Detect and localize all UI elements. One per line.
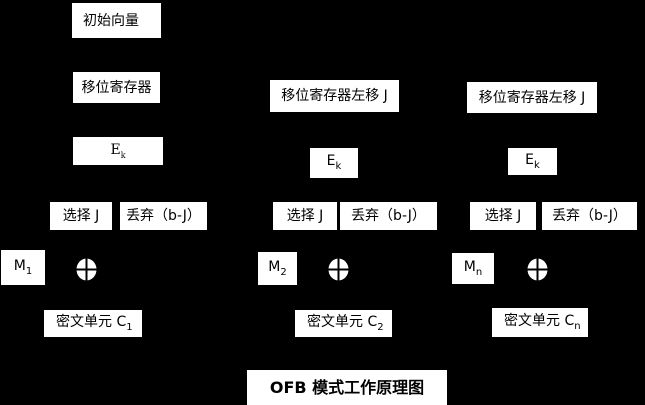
shift-register-label-1: 移位寄存器 [81,79,152,96]
discard-label-2: 丢弃（b-J） [351,208,426,224]
discard-box-2: 丢弃（b-J） [340,202,437,230]
discard-label-3: 丢弃（b-J） [552,208,627,224]
encrypt-box-2: Ek [310,148,358,178]
diagram-title-label: OFB 模式工作原理图 [269,377,425,397]
xor-icon-1 [76,258,97,281]
shift-register-box-3: 移位寄存器左移 J [467,82,597,113]
initial-vector-label: 初始向量 [83,12,139,29]
select-label-2: 选择 J [286,208,324,224]
message-box-1: M1 [1,250,45,285]
ciphertext-label-2: 密文单元 C2 [307,313,384,333]
ciphertext-box-3: 密文单元 Cn [492,308,588,337]
encrypt-label-2: Ek [326,153,342,172]
encrypt-box-1: Ek [73,137,163,165]
ciphertext-box-1: 密文单元 C1 [44,310,142,337]
select-box-2: 选择 J [273,202,337,230]
encrypt-box-3: Ek [508,148,557,175]
message-label-1: M1 [13,257,33,277]
message-box-3: Mn [452,253,494,284]
ciphertext-label-3: 密文单元 Cn [504,312,581,332]
encrypt-label-3: Ek [525,151,540,171]
select-box-3: 选择 J [470,202,536,230]
ciphertext-box-2: 密文单元 C2 [295,310,392,337]
select-box-1: 选择 J [50,202,112,230]
shift-register-box-1: 移位寄存器 [73,72,160,103]
discard-box-3: 丢弃（b-J） [542,202,637,230]
select-label-1: 选择 J [62,208,100,224]
xor-icon-3 [527,258,548,281]
diagram-title: OFB 模式工作原理图 [247,370,447,405]
shift-register-box-2: 移位寄存器左移 J [270,80,399,112]
select-label-3: 选择 J [484,208,522,224]
discard-box-1: 丢弃（b-J） [120,202,207,230]
message-label-3: Mn [463,258,483,278]
discard-label-1: 丢弃（b-J） [126,208,201,224]
shift-register-label-2: 移位寄存器左移 J [281,88,388,104]
xor-icon-2 [328,258,349,281]
encrypt-label-1: Ek [110,141,126,160]
message-box-2: M2 [258,252,297,285]
message-label-2: M2 [268,258,287,278]
ciphertext-label-1: 密文单元 C1 [56,313,133,333]
initial-vector-box: 初始向量 [72,3,161,38]
shift-register-label-3: 移位寄存器左移 J [478,89,586,106]
